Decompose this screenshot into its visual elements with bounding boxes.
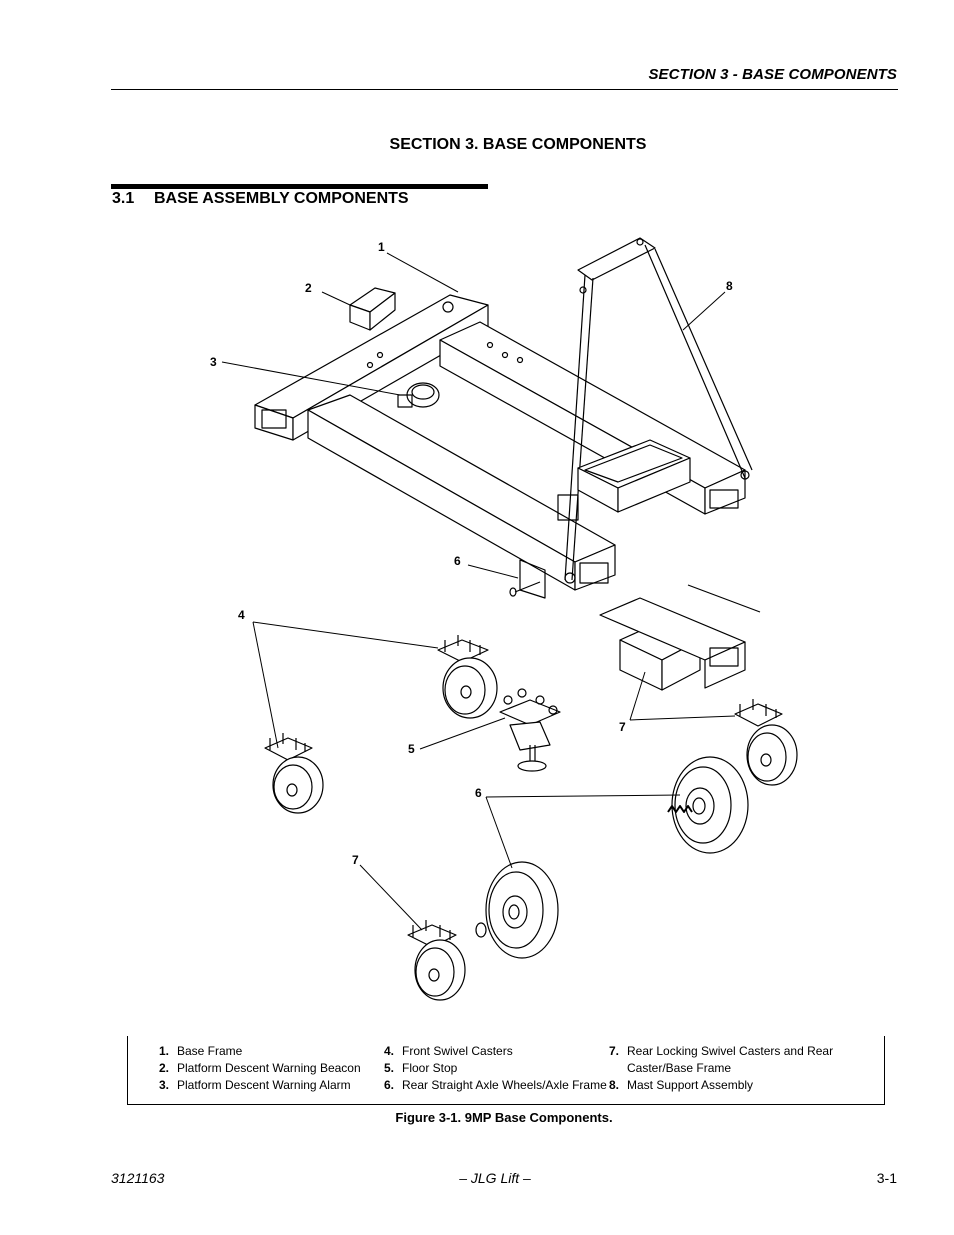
legend-box: 1.Base Frame 2.Platform Descent Warning … xyxy=(127,1036,885,1105)
legend-item: 2.Platform Descent Warning Beacon xyxy=(159,1061,361,1075)
footer-doc-number: 3121163 xyxy=(111,1170,165,1186)
legend-item-continued: Caster/Base Frame xyxy=(627,1061,732,1075)
legend-item: 3.Platform Descent Warning Alarm xyxy=(159,1078,351,1092)
figure-caption: Figure 3-1. 9MP Base Components. xyxy=(395,1110,613,1125)
rear-caster-frame xyxy=(599,584,761,691)
subsection-rule xyxy=(111,184,488,189)
rear-locking-caster xyxy=(734,699,798,786)
header-rule xyxy=(111,89,898,90)
legend-column-1: 1.Base Frame 2.Platform Descent Warning … xyxy=(159,1043,361,1094)
subsection-heading: 3.1 BASE ASSEMBLY COMPONENTS xyxy=(112,190,409,208)
callout-5: 5 xyxy=(408,742,415,756)
base-frame xyxy=(254,294,746,599)
front-caster-upper xyxy=(437,635,498,719)
legend-item: 1.Base Frame xyxy=(159,1044,243,1058)
callout-2: 2 xyxy=(305,281,312,295)
callout-8: 8 xyxy=(726,279,733,293)
callout-6-lower: 6 xyxy=(475,786,482,800)
callout-4: 4 xyxy=(238,608,245,622)
legend-column-2: 4.Front Swivel Casters 5.Floor Stop 6.Re… xyxy=(384,1043,607,1094)
legend-item: 5.Floor Stop xyxy=(384,1061,458,1075)
legend-item: 6.Rear Straight Axle Wheels/Axle Frame xyxy=(384,1078,607,1092)
rear-locking-caster-lower xyxy=(407,920,466,1001)
rear-wheel-upper xyxy=(667,756,749,854)
section-title: SECTION 3. BASE COMPONENTS xyxy=(389,136,647,153)
rear-wheel-lower xyxy=(475,861,559,959)
legend-item: 8.Mast Support Assembly xyxy=(609,1078,754,1092)
footer-center: – JLG Lift – xyxy=(459,1170,531,1186)
front-caster-lower xyxy=(264,733,324,814)
base-components-illustration xyxy=(221,237,798,1001)
warning-alarm xyxy=(397,382,440,408)
subsection-title: BASE ASSEMBLY COMPONENTS xyxy=(154,190,409,207)
footer-page-number: 3-1 xyxy=(876,1170,897,1186)
callout-7-lower: 7 xyxy=(352,853,359,867)
leader-lines xyxy=(221,252,736,931)
callout-1: 1 xyxy=(378,240,385,254)
floor-stop xyxy=(499,688,561,772)
running-header: SECTION 3 - BASE COMPONENTS xyxy=(648,66,897,83)
subsection-number: 3.1 xyxy=(112,190,135,207)
mast-support-assembly xyxy=(557,237,753,584)
legend-item: 7.Rear Locking Swivel Casters and Rear xyxy=(609,1044,834,1058)
callout-6-upper: 6 xyxy=(454,554,461,568)
legend-column-3: 7.Rear Locking Swivel Casters and Rear C… xyxy=(609,1043,833,1094)
callout-7-upper: 7 xyxy=(619,720,626,734)
legend-item: 4.Front Swivel Casters xyxy=(384,1044,513,1058)
callout-3: 3 xyxy=(210,355,217,369)
warning-beacon xyxy=(349,287,396,331)
